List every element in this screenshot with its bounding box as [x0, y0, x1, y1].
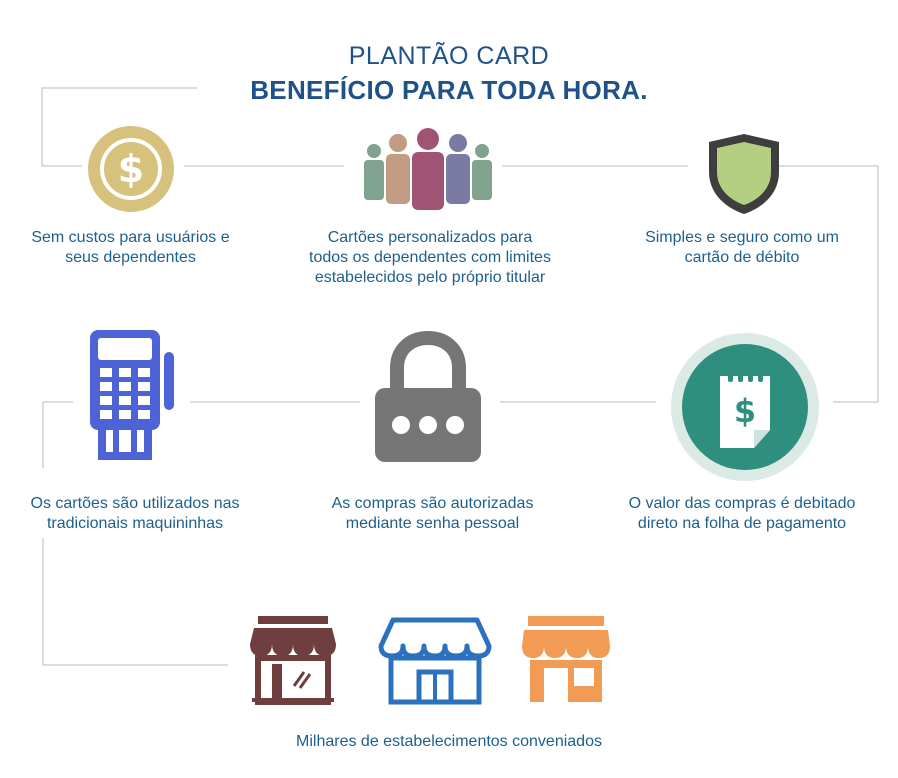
- storefront-dark-icon: [250, 616, 336, 705]
- storefront-blue-icon: [378, 617, 492, 705]
- shield-icon: [709, 134, 779, 214]
- payslip-dollar-icon: $: [671, 333, 819, 481]
- feature-caption-merchants: Milhares de estabelecimentos conveniados: [296, 733, 602, 750]
- dollar-coin-icon: $: [88, 126, 174, 212]
- people-group-icon: [364, 128, 492, 210]
- svg-text:$: $: [734, 392, 756, 430]
- feature-caption-card-machines: Os cartões são utilizados nas tradiciona…: [30, 495, 240, 532]
- storefront-orange-icon: [522, 616, 610, 702]
- page-title-line2: BENEFÍCIO PARA TODA HORA.: [250, 75, 648, 105]
- card-machine-icon: [90, 330, 174, 460]
- feature-caption-password: As compras são autorizadas mediante senh…: [331, 495, 534, 532]
- feature-caption-no-cost: Sem custos para usuários e seus dependen…: [31, 229, 230, 266]
- feature-caption-payroll: O valor das compras é debitado direto na…: [628, 495, 856, 532]
- padlock-icon: [375, 330, 481, 462]
- page-title-line1: PLANTÃO CARD: [348, 42, 550, 70]
- svg-text:$: $: [118, 147, 144, 191]
- feature-caption-personalized-cards: Cartões personalizados para todos os dep…: [309, 229, 551, 286]
- feature-caption-simple-secure: Simples e seguro como um cartão de débit…: [645, 229, 839, 266]
